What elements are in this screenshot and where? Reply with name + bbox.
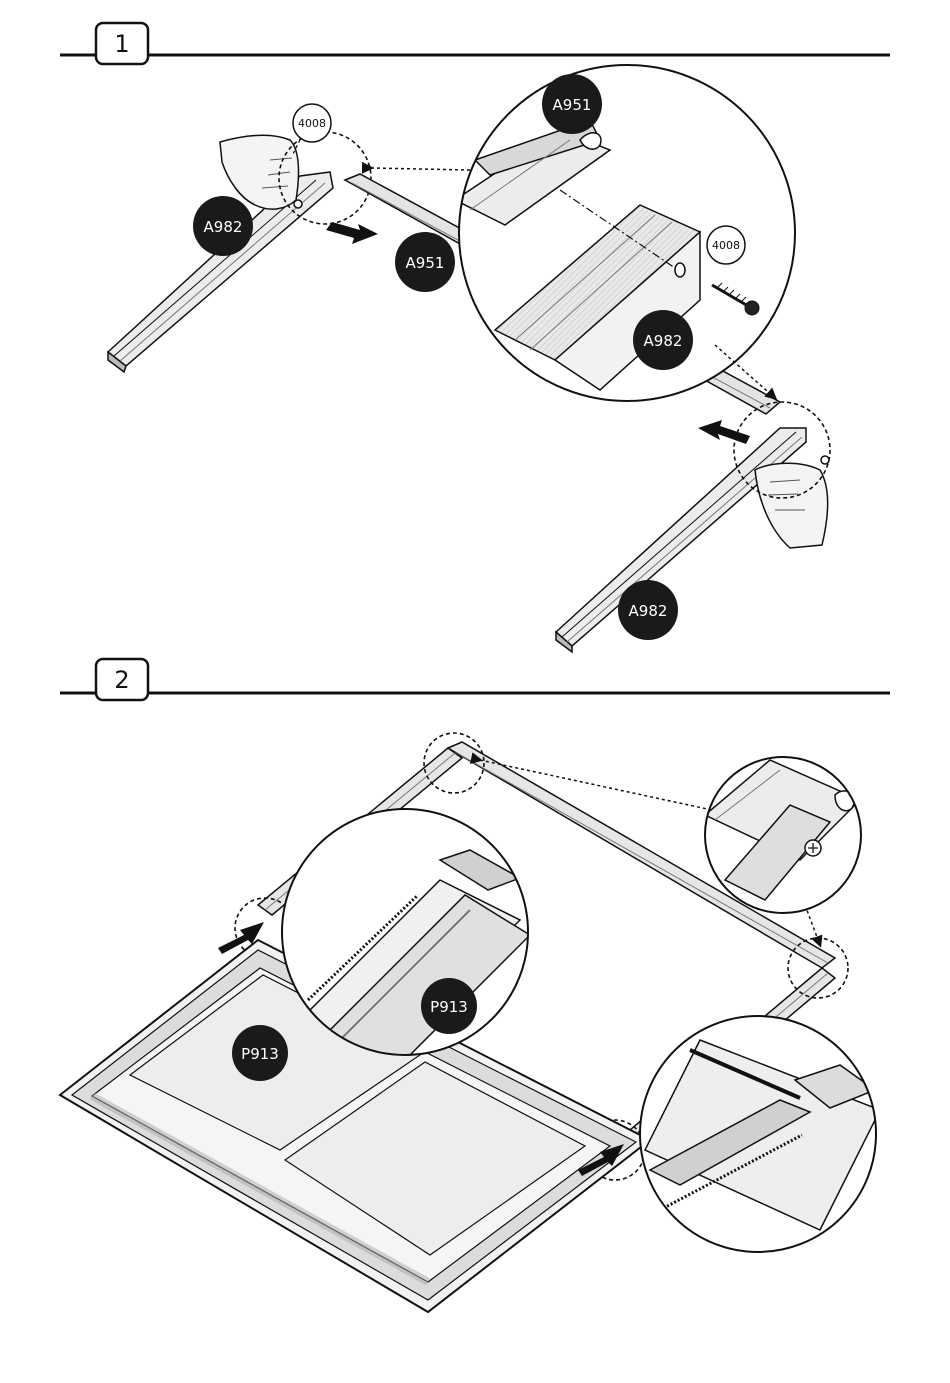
step-1-illustration: 4008 A982 A951 (108, 65, 830, 652)
badge-p913-zoom: P913 (421, 978, 477, 1034)
svg-text:4008: 4008 (712, 239, 740, 252)
badge-a982-right: A982 (618, 580, 678, 640)
step-1-header: 1 (60, 23, 890, 64)
badge-a982-left: A982 (193, 196, 253, 256)
svg-text:A951: A951 (553, 96, 592, 114)
badge-p913-panel: P913 (232, 1025, 288, 1081)
screw-callout-left: 4008 (292, 104, 331, 156)
svg-text:A951: A951 (406, 254, 445, 272)
zoom-detail-corner-screw (705, 757, 861, 913)
zoom-detail-panel-slot-bottom (640, 1016, 880, 1252)
badge-a951-rail: A951 (395, 232, 455, 292)
arrow-move-rail-right (326, 222, 378, 244)
svg-text:P913: P913 (430, 998, 468, 1016)
step-2-illustration: P913 P913 (60, 733, 880, 1312)
badge-a982-zoom: A982 (633, 310, 693, 370)
svg-text:A982: A982 (644, 332, 683, 350)
zoom-detail-rail-joint (455, 65, 795, 401)
hand-right (755, 463, 828, 548)
step-1-number: 1 (114, 30, 129, 58)
svg-text:A982: A982 (629, 602, 668, 620)
screw-callout-zoom: 4008 (707, 226, 745, 264)
step-2-header: 2 (60, 659, 890, 700)
badge-a951-zoom: A951 (542, 74, 602, 134)
right-profile-a982 (556, 428, 806, 652)
svg-text:A982: A982 (204, 218, 243, 236)
screw-label-left: 4008 (298, 117, 326, 130)
svg-text:P913: P913 (241, 1045, 279, 1063)
step-2-number: 2 (114, 666, 129, 694)
